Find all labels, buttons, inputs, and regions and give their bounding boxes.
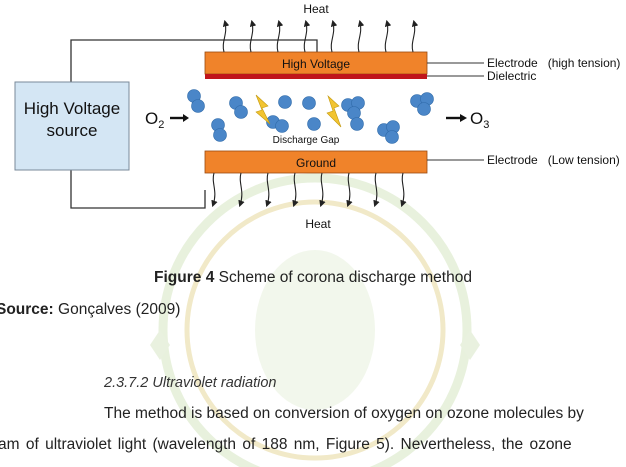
ground-electrode: Ground (204, 150, 428, 174)
svg-text:O3: O3 (470, 109, 489, 131)
spark-icons (255, 94, 342, 128)
o2-subscript: 2 (158, 119, 164, 131)
svg-text:O2: O2 (145, 109, 164, 131)
source-line: Source: Gonçalves (2009) (0, 301, 180, 319)
source-label-line2: source (46, 121, 97, 140)
paragraph-line-2: am of ultraviolet light (wavelength of 1… (0, 436, 572, 453)
source-text: Gonçalves (2009) (53, 301, 181, 318)
heat-label-top: Heat (303, 2, 329, 16)
heat-arrows-top (222, 19, 419, 53)
callout-electrode-high: Electrode (high tension) (487, 56, 620, 70)
source-label-line1: High Voltage (24, 99, 120, 118)
paragraph-line-1: The method is based on conversion of oxy… (104, 405, 584, 422)
high-voltage-source: High Voltage source (14, 81, 130, 171)
wires (70, 39, 318, 209)
figure-caption: Figure 4 Scheme of corona discharge meth… (0, 269, 626, 287)
electrode-label-ground: Ground (296, 156, 336, 170)
high-tension-electrode: High Voltage (204, 51, 428, 79)
o2-input: O2 (145, 109, 189, 131)
molecules (187, 89, 434, 144)
dielectric-layer (205, 74, 427, 79)
source-label: Source: (0, 301, 54, 318)
electrode-label-hv: High Voltage (282, 57, 350, 71)
figure-caption-text: Scheme of corona discharge method (214, 269, 472, 286)
o3-letter: O (470, 109, 483, 128)
section-heading: 2.3.7.2 Ultraviolet radiation (104, 375, 277, 391)
corona-discharge-diagram: High Voltage source High Voltage Ground … (14, 2, 620, 231)
o3-output: O3 (446, 109, 489, 131)
heat-label-bottom: Heat (305, 217, 331, 231)
o2-letter: O (145, 109, 158, 128)
callout-lines (427, 62, 484, 161)
callout-electrode-low: Electrode (Low tension) (487, 153, 620, 167)
discharge-gap-label: Discharge Gap (273, 135, 340, 146)
heat-arrows-bottom (211, 172, 407, 208)
o3-subscript: 3 (483, 119, 489, 131)
figure-label: Figure 4 (154, 269, 215, 286)
callout-dielectric: Dielectric (487, 69, 536, 83)
